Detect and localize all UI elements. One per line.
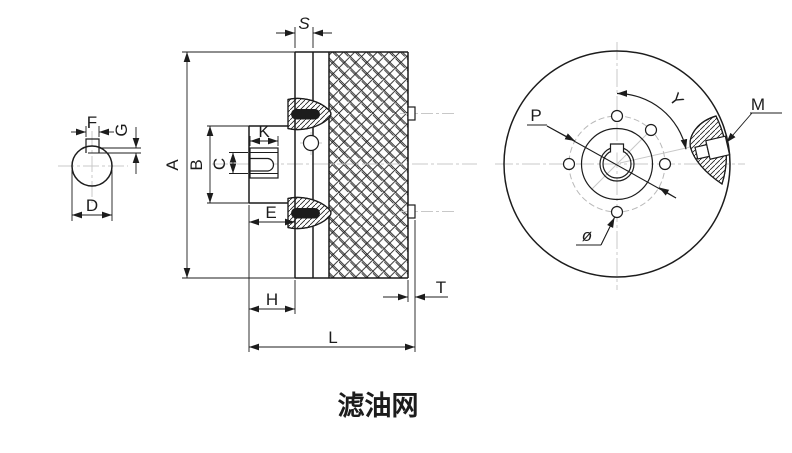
dimension-e: E bbox=[249, 203, 295, 226]
dim-label-d: D bbox=[86, 196, 98, 215]
outer-rim-circle bbox=[503, 50, 731, 278]
thread-minor-lines bbox=[250, 152, 278, 174]
bolt-hole-bottom bbox=[610, 205, 624, 219]
dim-label-c: C bbox=[210, 158, 229, 170]
dimension-y: Y bbox=[616, 89, 687, 150]
standoff-upper bbox=[287, 97, 332, 131]
bolt-hole-left bbox=[562, 157, 576, 171]
plate-hole bbox=[302, 134, 320, 152]
dim-label-y: Y bbox=[665, 89, 687, 110]
dimension-p: P bbox=[527, 106, 677, 199]
dim-label-m: M bbox=[751, 95, 765, 114]
a-extension-lines bbox=[182, 51, 295, 279]
dimension-k: K bbox=[249, 122, 279, 146]
keyway-mask bbox=[610, 143, 624, 153]
filter-mesh-hatch bbox=[329, 52, 408, 278]
front-view: Y P ø M bbox=[495, 42, 782, 290]
rivet-lower bbox=[291, 208, 320, 219]
thread-bore-slot bbox=[249, 157, 275, 172]
body-top-bottom-edges bbox=[295, 51, 408, 279]
bolt-hole-45 bbox=[644, 123, 658, 137]
dimension-d: D bbox=[71, 170, 113, 221]
dim-label-l: L bbox=[328, 328, 337, 347]
dim-label-g: G bbox=[112, 123, 131, 136]
dimension-l: L bbox=[249, 328, 415, 351]
hub-outline bbox=[248, 125, 295, 204]
dim-label-hole-diameter: ø bbox=[582, 226, 592, 245]
bolt-hole-right bbox=[658, 157, 672, 171]
standoff-lower bbox=[287, 196, 332, 230]
dimension-s: S bbox=[276, 14, 332, 48]
shaft-circle bbox=[71, 145, 113, 187]
dimension-f: F bbox=[71, 113, 114, 137]
dimension-b: B bbox=[187, 126, 214, 203]
dimension-m: M bbox=[726, 95, 782, 143]
b-extension-lines bbox=[207, 125, 249, 204]
dim-label-k: K bbox=[258, 122, 270, 141]
dimension-c: C bbox=[210, 152, 248, 174]
dim-label-s: S bbox=[298, 14, 310, 33]
dimension-a: A bbox=[163, 52, 191, 278]
rivet-upper bbox=[291, 109, 320, 120]
dim-label-e: E bbox=[265, 203, 276, 222]
tab-upper bbox=[407, 106, 416, 121]
dimension-g: G bbox=[88, 123, 141, 174]
dimension-hole-diameter: ø bbox=[576, 217, 615, 246]
drain-plug bbox=[694, 135, 731, 160]
dim-label-p: P bbox=[530, 106, 541, 125]
dim-label-b: B bbox=[187, 159, 206, 170]
tab-lower bbox=[407, 204, 416, 219]
section-view: S A B K C E H bbox=[163, 14, 477, 352]
shaft-end-view: F G D bbox=[58, 113, 141, 221]
dimension-h: H bbox=[248, 205, 296, 352]
dimension-t: T bbox=[383, 220, 448, 352]
bolt-hole-top bbox=[610, 109, 624, 123]
dim-label-h: H bbox=[266, 290, 278, 309]
keyway-slot bbox=[85, 138, 100, 153]
dim-label-t: T bbox=[436, 278, 446, 297]
drawing-title: 滤油网 bbox=[338, 391, 419, 421]
dim-label-f: F bbox=[87, 113, 97, 132]
dim-label-a: A bbox=[163, 159, 182, 171]
mesh-edges bbox=[328, 52, 409, 278]
